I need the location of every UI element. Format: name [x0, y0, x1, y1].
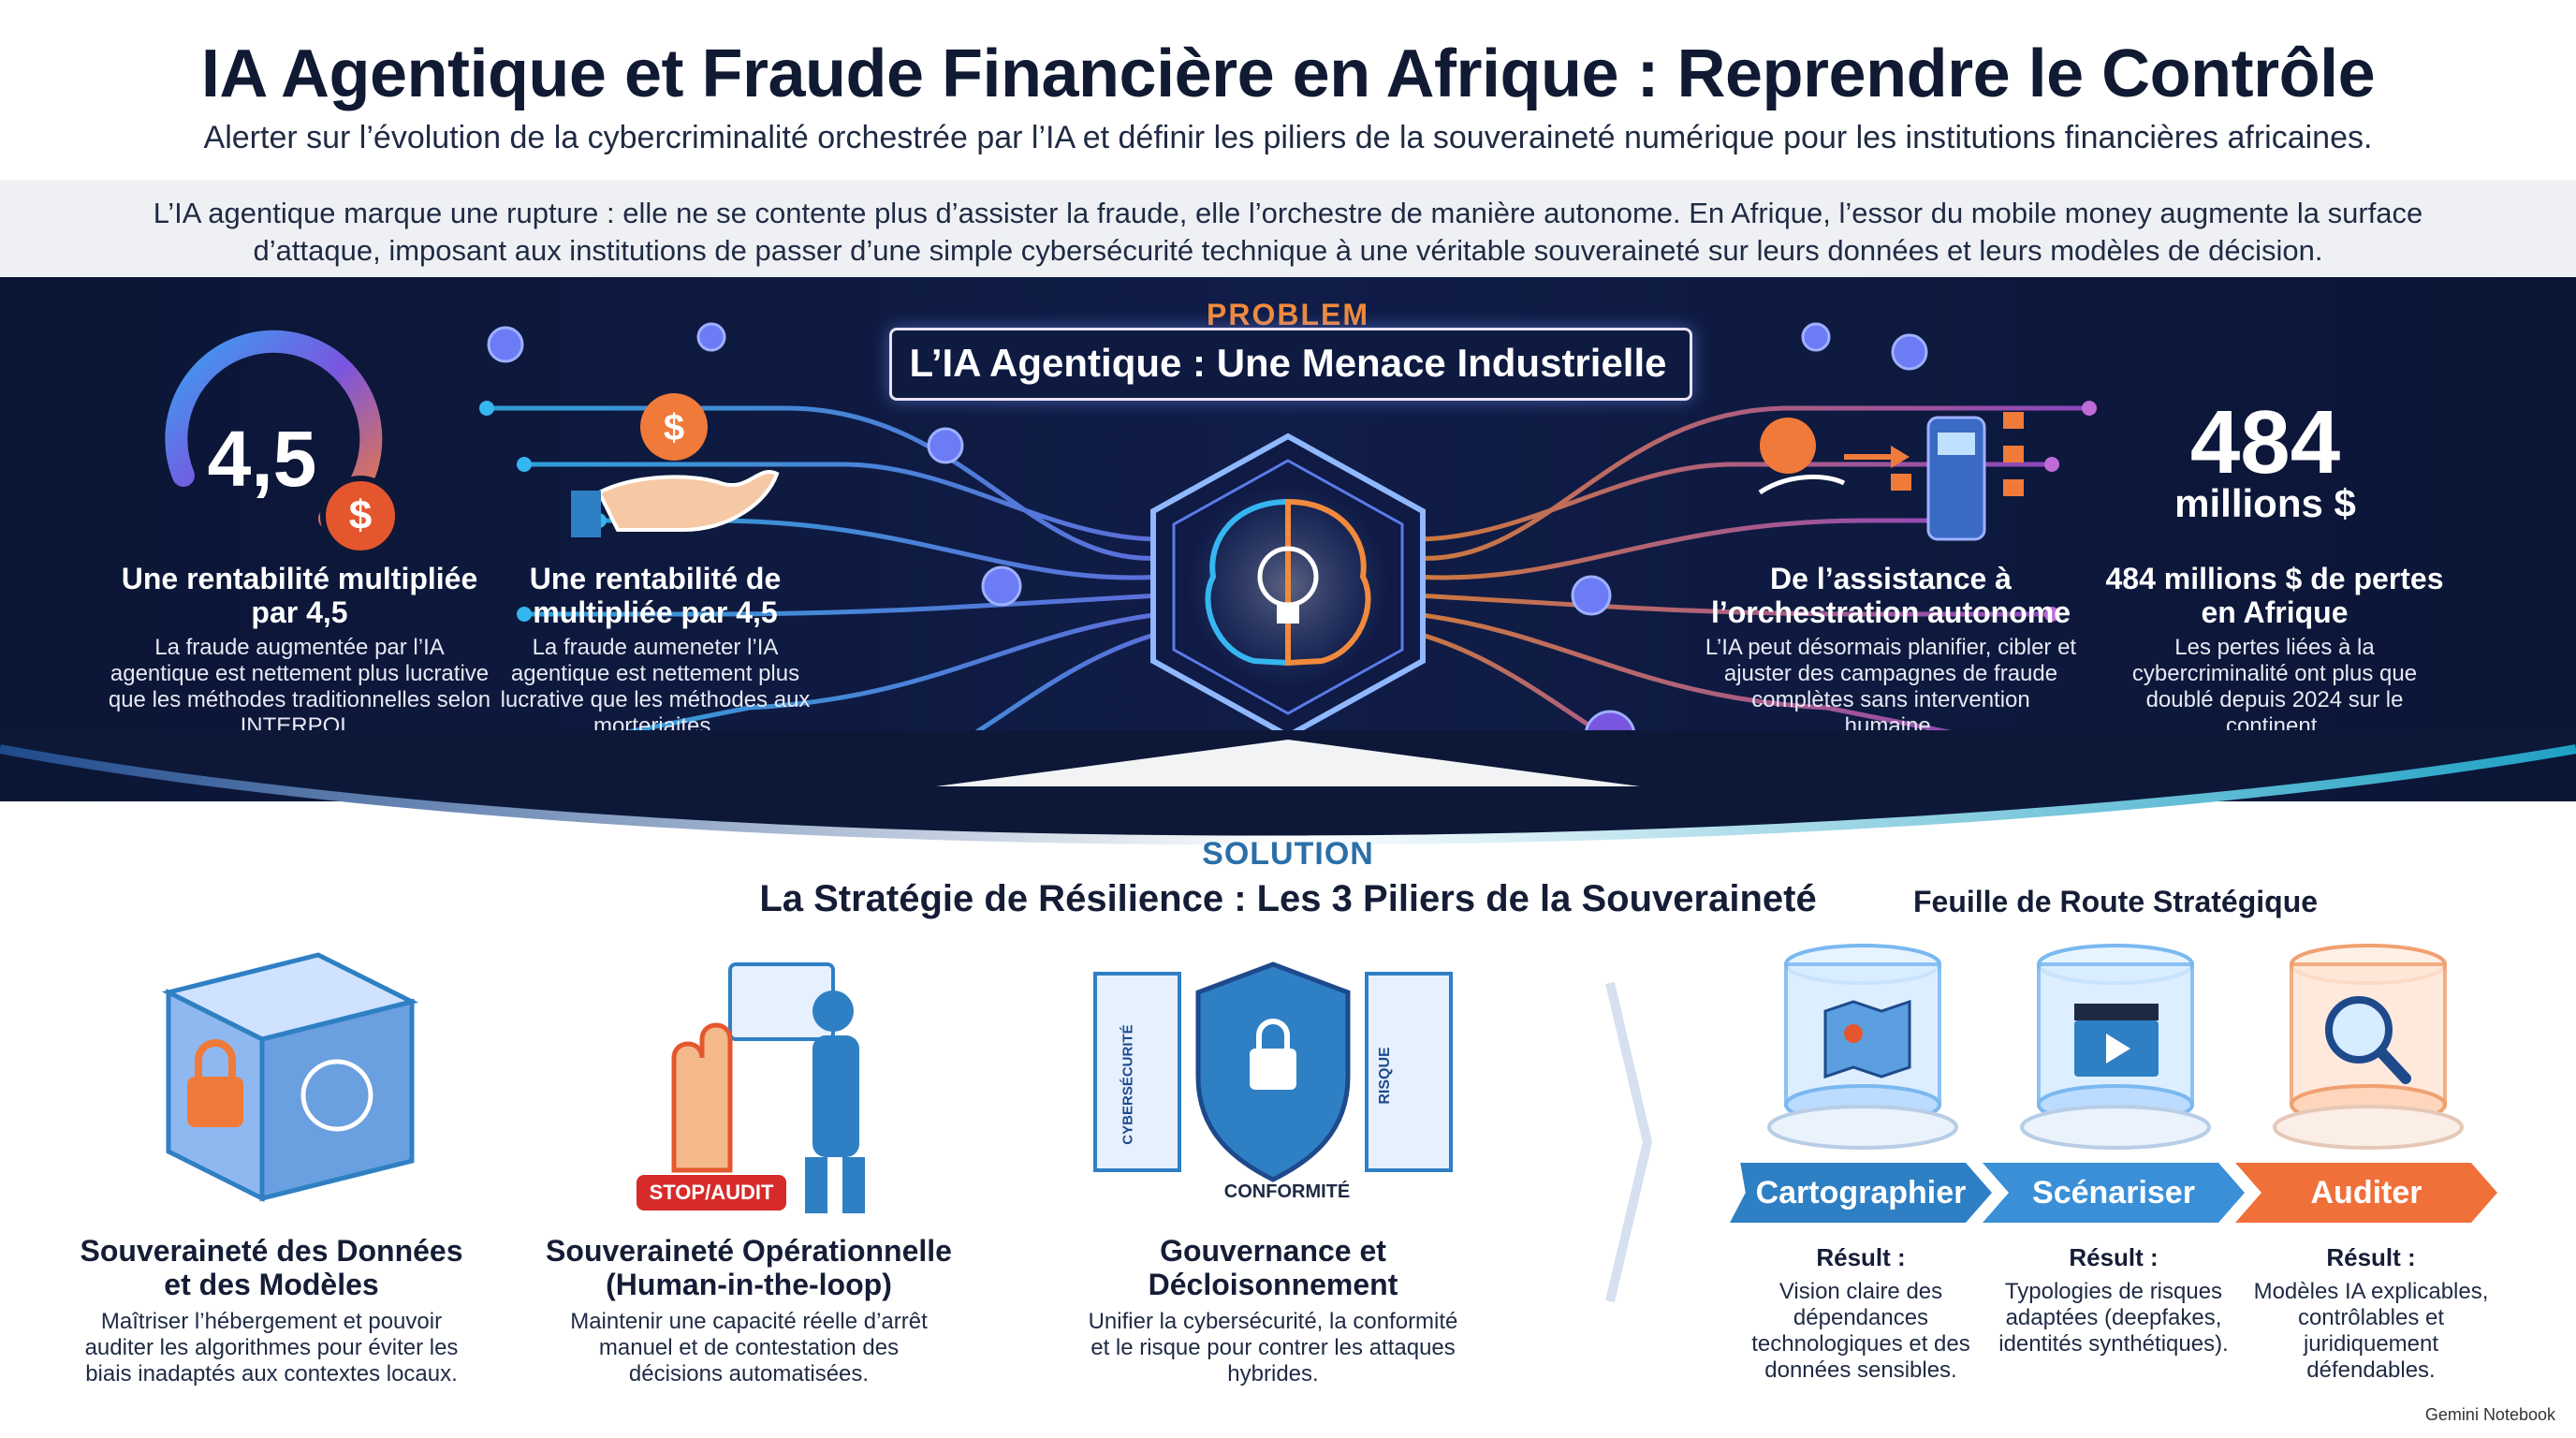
data-vault-cube-icon	[161, 952, 419, 1203]
step-scenariser-button[interactable]: Scénariser	[1983, 1163, 2245, 1223]
stat-4-body: Les pertes liées à la cybercriminalité o…	[2131, 635, 2418, 739]
pillar-2-body: Maintenir une capacité réelle d’arrêt ma…	[570, 1309, 928, 1387]
result-1-body: Vision claire des dépendances technologi…	[1751, 1279, 1970, 1383]
pillar-tag-risque: RISQUE	[1377, 1047, 1393, 1105]
dollar-coin-icon: $	[320, 476, 401, 556]
stat-losses-value: 484	[2189, 392, 2341, 492]
result-2-heading: Résult :	[2069, 1243, 2159, 1271]
clapperboard-cylinder-icon	[2020, 944, 2211, 1150]
stat-1-body: La fraude augmentée par l’IA agentique e…	[108, 635, 491, 739]
stop-audit-badge: STOP/AUDIT	[649, 1181, 774, 1204]
pillar-2-heading: Souveraineté Opérationnelle (Human-in-th…	[546, 1234, 952, 1301]
hand-to-robot-icon	[1758, 412, 2024, 541]
pillar-tag-conformite: CONFORMITÉ	[1223, 1181, 1351, 1202]
problem-title-box	[889, 328, 1692, 401]
stat-2-body: La fraude aumeneter l’IA agentique est n…	[500, 635, 811, 739]
roadmap-cylinders	[1767, 944, 2464, 1150]
stat-1-heading: Une rentabilité multipliée par 4,5	[121, 562, 478, 629]
intro-band	[0, 180, 2576, 277]
pillar-1-heading: Souveraineté des Données et des Modèles	[80, 1234, 463, 1301]
stat-2-heading: Une rentabilité de multipliée par 4,5	[529, 562, 782, 629]
stat-4-heading: 484 millions $ de pertes en Afrique	[2105, 562, 2444, 629]
result-3-heading: Résult :	[2326, 1243, 2416, 1271]
stat-3-heading: De l’assistance à l’orchestration autono…	[1710, 562, 2071, 629]
stat-losses-unit: millions $	[2174, 481, 2356, 525]
intro-text: L’IA agentique marque une rupture : elle…	[153, 197, 2423, 267]
circuit-lines-right	[1414, 405, 2089, 804]
problem-label: PROBLEM	[1207, 298, 1369, 331]
solution-title: La Stratégie de Résilience : Les 3 Pilie…	[759, 878, 1817, 919]
map-cylinder-icon	[1767, 944, 1958, 1150]
result-3-body: Modèles IA explicables, contrôlables et …	[2253, 1279, 2489, 1383]
pillar-3-body: Unifier la cybersécurité, la conformité …	[1088, 1309, 1458, 1387]
brain-magnifier-cylinder-icon	[2273, 944, 2464, 1150]
page-subtitle: Alerter sur l’évolution de la cybercrimi…	[203, 120, 2373, 155]
pillar-1-body: Maîtriser l’hébergement et pouvoir audit…	[84, 1309, 459, 1387]
problem-illustration: $	[165, 322, 2097, 804]
stat-multiplier-value: 4,5	[207, 415, 317, 503]
chevron-right-divider	[1605, 981, 1652, 1303]
pillar-tag-cybersecurite: CYBERSÉCURITÉ	[1120, 1024, 1136, 1145]
page-title: IA Agentique et Fraude Financière en Afr…	[200, 37, 2376, 111]
result-2-body: Typologies de risques adaptées (deepfake…	[1998, 1279, 2229, 1357]
gauge-ring-icon	[165, 330, 383, 530]
svg-text:$: $	[664, 407, 684, 448]
brand-footer: Gemini Notebook	[2424, 1405, 2555, 1424]
result-1-heading: Résult :	[1816, 1243, 1906, 1271]
step-cartographier-button[interactable]: Cartographier	[1730, 1163, 1992, 1223]
stop-hand-operator-icon	[637, 962, 865, 1213]
hand-coin-icon: $	[571, 393, 780, 537]
problem-title: L’IA Agentique : Une Menace Industrielle	[909, 341, 1667, 385]
pillar-3-heading: Gouvernance et Décloisonnement	[1148, 1234, 1398, 1301]
step-auditer-button[interactable]: Auditer	[2235, 1163, 2497, 1223]
shield-pillars-icon	[1093, 961, 1453, 1182]
solution-label: SOLUTION	[1202, 836, 1374, 872]
roadmap-title: Feuille de Route Stratégique	[1912, 885, 2319, 918]
ai-brain-hexagon	[1150, 433, 1426, 740]
stat-3-body: L’IA peut désormais planifier, cibler et…	[1705, 635, 2077, 739]
curved-separator	[0, 730, 2576, 845]
